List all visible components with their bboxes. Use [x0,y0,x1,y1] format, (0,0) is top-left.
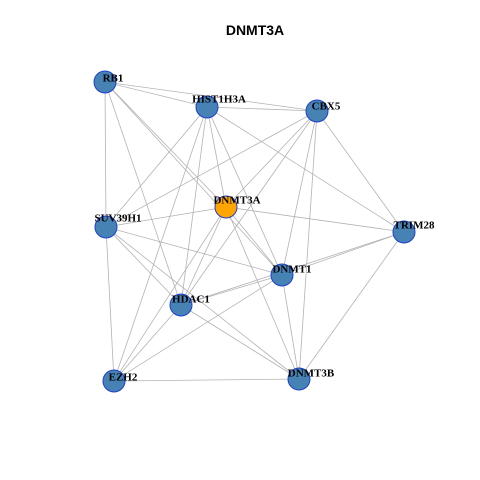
edge-dnmt1-hdac1 [180,274,283,306]
edge-suv39h1-ezh2 [105,226,115,382]
node-label-dnmt1: DNMT1 [272,264,311,276]
edge-dnmt1-dnmt3b [281,274,300,380]
edge-cbx5-suv39h1 [105,110,318,228]
node-label-rb1: RB1 [103,73,124,85]
edge-suv39h1-dnmt3b [105,226,300,380]
edge-dnmt3a-dnmt1 [225,206,283,276]
node-trim28[interactable] [392,220,416,244]
edge-hist1h3a-cbx5 [206,106,318,112]
edge-hist1h3a-trim28 [206,106,405,233]
edge-hdac1-ezh2 [113,304,182,382]
node-hdac1[interactable] [169,293,193,317]
edge-cbx5-dnmt3b [298,110,318,380]
node-dnmt3b[interactable] [287,367,311,391]
node-dnmt3a[interactable] [214,195,238,219]
edge-dnmt3a-hdac1 [180,206,227,306]
edge-cbx5-dnmt3a [225,110,318,208]
edge-trim28-dnmt3b [298,231,405,380]
node-label-hdac1: HDAC1 [172,294,210,306]
node-label-hist1h3a: HIST1H3A [192,94,246,106]
node-hist1h3a[interactable] [195,95,219,119]
node-label-dnmt3a: DNMT3A [213,195,260,207]
edge-hist1h3a-dnmt1 [206,106,283,276]
node-suv39h1[interactable] [94,215,118,239]
edge-hist1h3a-dnmt3a [206,106,227,208]
edge-hist1h3a-suv39h1 [105,106,208,228]
node-cbx5[interactable] [305,99,329,123]
edge-dnmt3a-trim28 [225,206,405,233]
edge-hist1h3a-ezh2 [113,106,208,382]
node-ezh2[interactable] [102,369,126,393]
edge-cbx5-trim28 [316,110,405,233]
edge-rb1-hist1h3a [104,81,208,108]
node-label-suv39h1: SUV39H1 [94,213,141,225]
nodes-layer [93,70,416,393]
node-label-dnmt3b: DNMT3B [288,368,335,380]
edge-trim28-hdac1 [180,231,405,306]
edge-ezh2-dnmt3b [113,378,300,382]
node-label-cbx5: CBX5 [312,101,341,113]
edge-suv39h1-dnmt1 [105,226,283,276]
node-rb1[interactable] [93,70,117,94]
edge-dnmt1-ezh2 [113,274,283,382]
edge-dnmt3a-dnmt3b [225,206,300,380]
node-label-trim28: TRIM28 [394,220,435,232]
edge-hist1h3a-hdac1 [180,106,208,306]
edge-rb1-suv39h1 [104,81,107,228]
diagram-title: DNMT3A [226,22,284,38]
node-dnmt1[interactable] [270,263,294,287]
edge-trim28-dnmt1 [281,231,405,276]
edge-cbx5-dnmt1 [281,110,318,276]
edge-rb1-dnmt3a [104,81,227,208]
edge-cbx5-hdac1 [180,110,318,306]
edge-suv39h1-hdac1 [105,226,182,306]
edge-rb1-hdac1 [104,81,182,306]
node-label-ezh2: EZH2 [109,372,138,384]
edge-dnmt3a-suv39h1 [105,206,227,228]
edge-hdac1-dnmt3b [180,304,300,380]
edges-layer [104,81,405,382]
